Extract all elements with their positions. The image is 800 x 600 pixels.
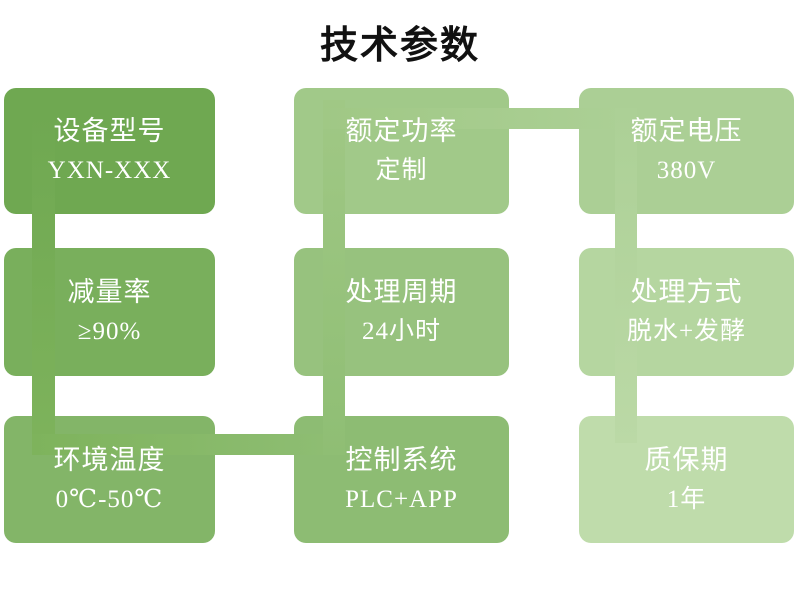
- connector-col2-vertical: [323, 100, 345, 455]
- connector-col1-vertical: [32, 114, 55, 455]
- connector-row1-horizontal: [323, 108, 637, 129]
- box-reduction-rate-value: ≥90%: [77, 318, 142, 346]
- box-rated-voltage-label: 额定电压: [630, 116, 743, 147]
- box-rated-voltage-value: 380V: [656, 157, 717, 185]
- box-rated-power-label: 额定功率: [345, 116, 458, 147]
- box-reduction-rate-label: 减量率: [67, 277, 152, 308]
- box-processing-cycle-value: 24小时: [361, 318, 441, 346]
- box-warranty-period: 质保期 1年: [579, 416, 794, 543]
- box-processing-method-value: 脱水+发酵: [626, 318, 747, 346]
- box-control-system-value: PLC+APP: [345, 485, 458, 513]
- box-device-model-label: 设备型号: [53, 116, 166, 147]
- box-warranty-period-label: 质保期: [644, 444, 729, 475]
- box-ambient-temperature-label: 环境温度: [53, 444, 166, 475]
- box-warranty-period-value: 1年: [666, 485, 707, 513]
- box-ambient-temperature-value: 0℃-50℃: [55, 485, 164, 513]
- box-device-model-value: YXN-XXX: [47, 157, 172, 185]
- box-rated-power-value: 定制: [375, 157, 428, 185]
- connector-row3-horizontal: [32, 434, 345, 455]
- slide-title: 技术参数: [319, 25, 480, 67]
- connector-col3-vertical: [615, 108, 637, 443]
- box-processing-cycle-label: 处理周期: [345, 277, 458, 308]
- box-control-system-label: 控制系统: [345, 444, 458, 475]
- box-processing-method-label: 处理方式: [630, 277, 743, 308]
- box-processing-method: 处理方式 脱水+发酵: [579, 248, 794, 376]
- box-rated-voltage: 额定电压 380V: [579, 88, 794, 214]
